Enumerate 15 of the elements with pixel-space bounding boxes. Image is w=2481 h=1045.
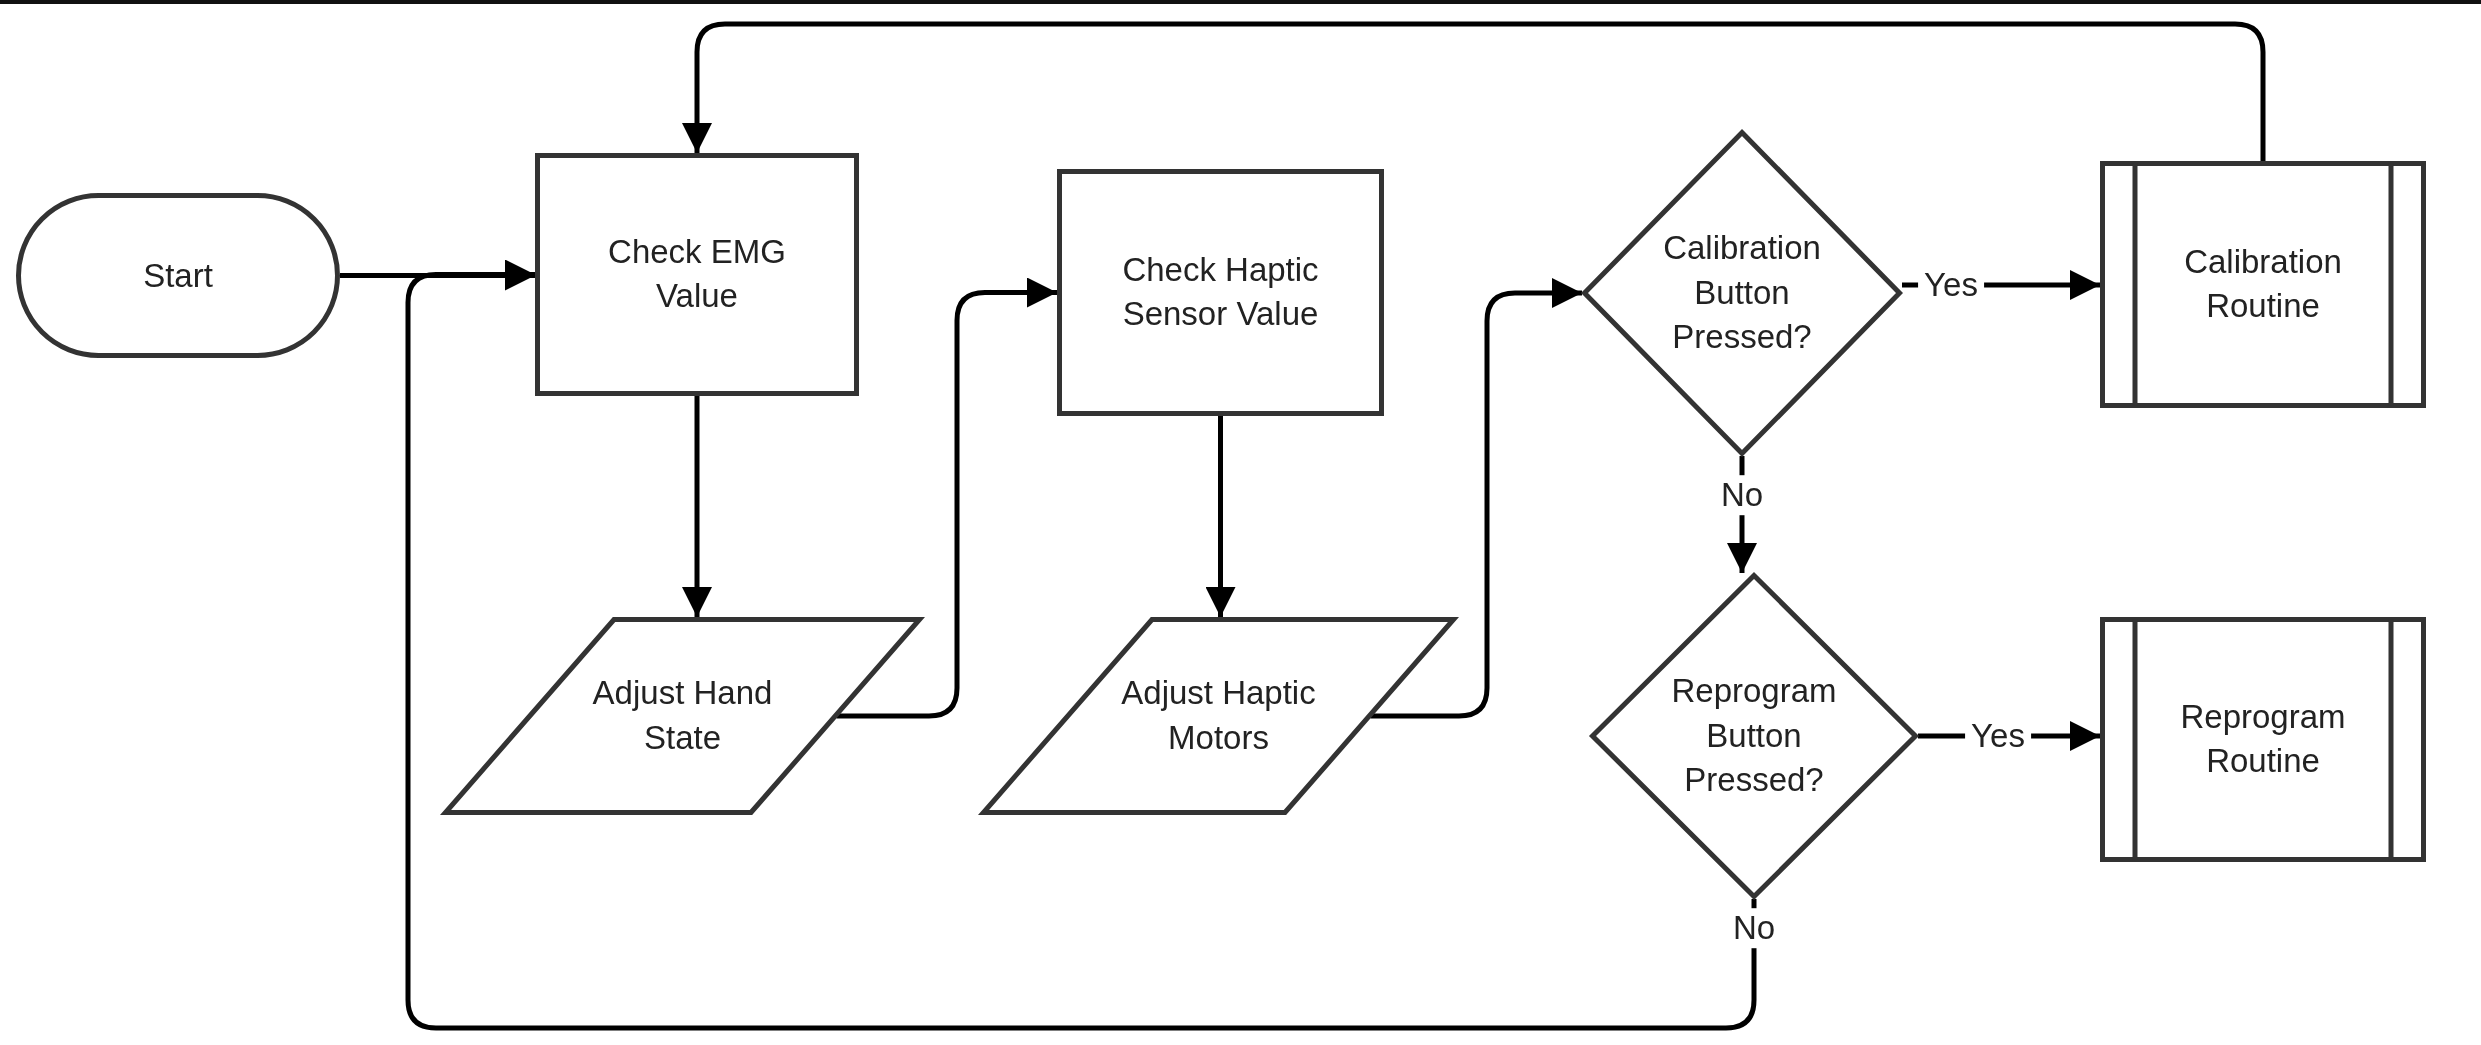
node-label: Check EMG Value — [607, 231, 787, 317]
arrow — [836, 277, 1057, 719]
node-label: Calibration Button Pressed? — [1662, 228, 1822, 358]
arrow — [1205, 416, 1236, 617]
node-label: Adjust Hand State — [591, 673, 774, 758]
arrow — [682, 396, 712, 617]
arrow — [405, 259, 1757, 1031]
node-label: Calibration Routine — [2183, 241, 2343, 327]
node-label: Start — [142, 255, 214, 296]
node-label: Check Haptic Sensor Value — [1121, 249, 1320, 335]
node-label: Reprogram Routine — [2179, 696, 2347, 782]
node-label: Adjust Haptic Motors — [1120, 673, 1317, 758]
arrow — [1370, 278, 1582, 719]
arrow — [682, 21, 2266, 161]
node-label: Reprogram Button Pressed? — [1670, 671, 1838, 801]
